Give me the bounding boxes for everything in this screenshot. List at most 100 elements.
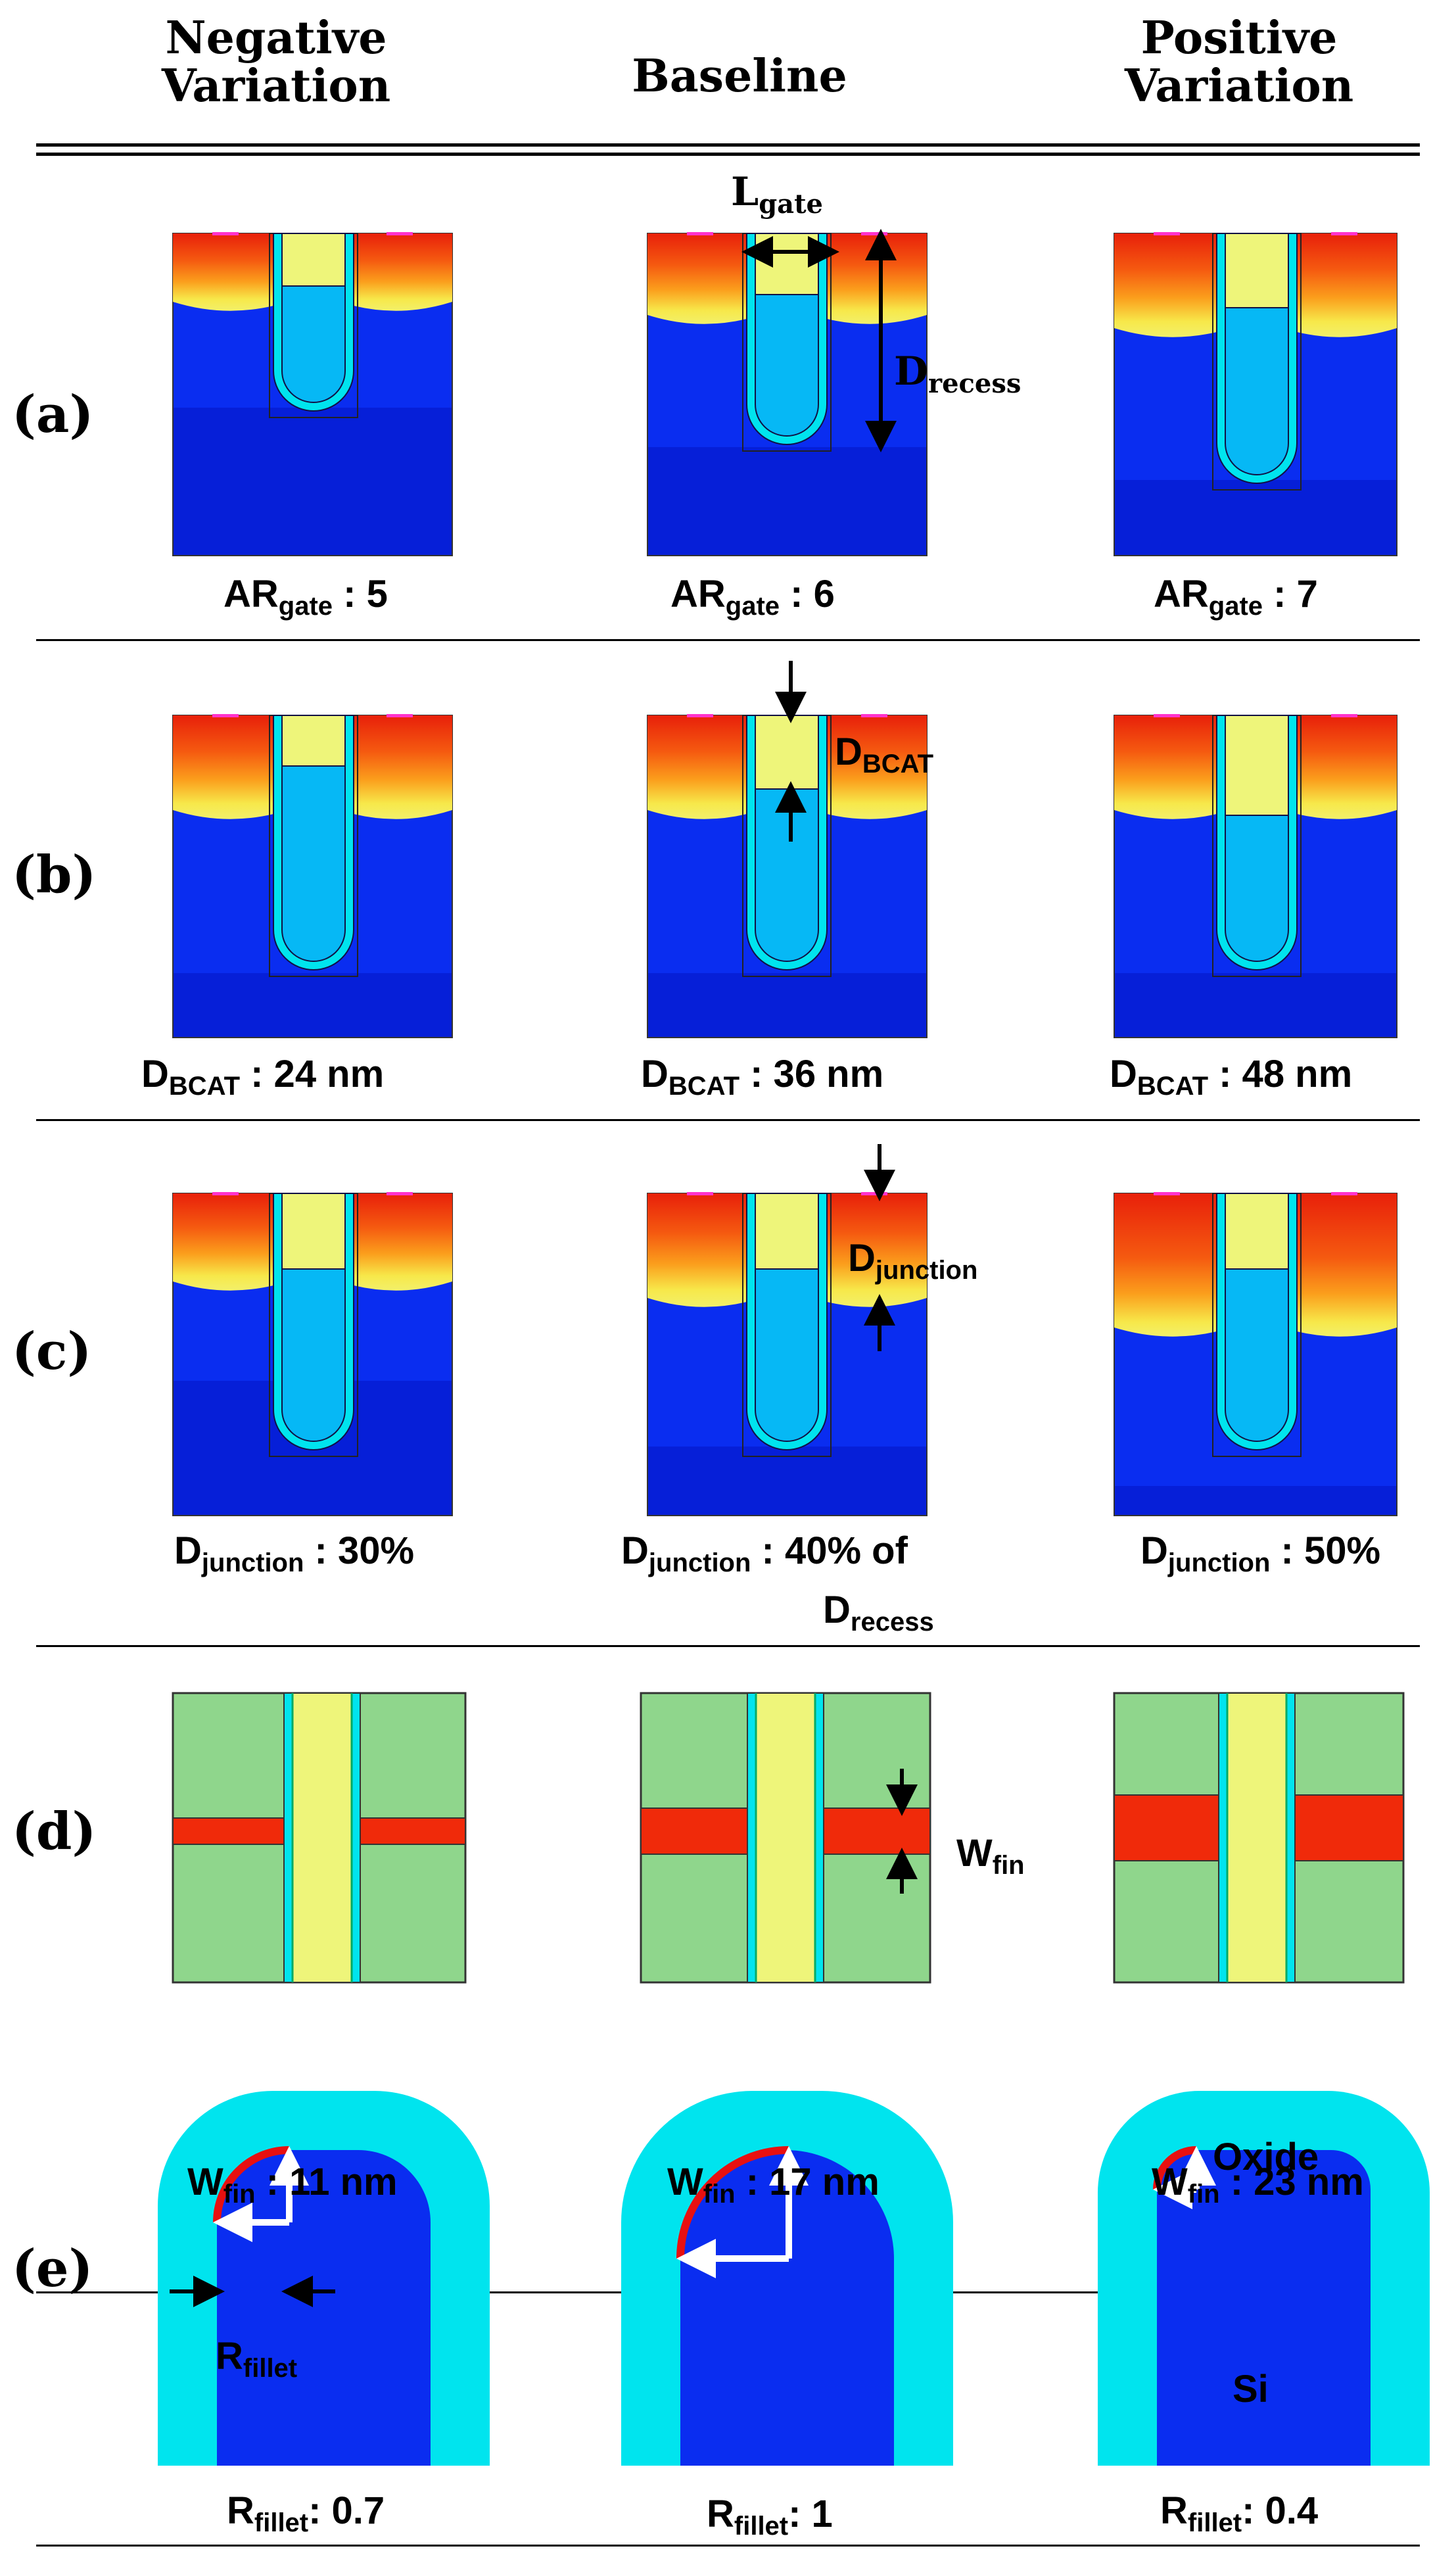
junction-right — [1297, 233, 1397, 337]
device-a-positive — [1114, 232, 1397, 556]
row-label-b: (b) — [12, 845, 97, 905]
row-divider-b — [36, 1119, 1420, 1121]
header-negative: Negative Variation — [128, 14, 424, 111]
fin-d-negative — [172, 1692, 467, 1984]
si-core — [1157, 2150, 1371, 2466]
substrate-deep-region — [648, 447, 926, 555]
header-positive-line1: Positive — [1140, 12, 1338, 64]
si-core — [680, 2150, 894, 2466]
header-negative-line2: Variation — [161, 60, 391, 113]
surface-contact-left — [687, 232, 713, 235]
surface-contact-right — [387, 232, 413, 235]
si-label: Si — [1233, 2368, 1269, 2410]
oxide-label: Oxide — [1213, 2136, 1319, 2178]
caption-e-baseline: Rfillet: 1 — [707, 2493, 833, 2541]
wfin-annotation: Wfin — [956, 1832, 1025, 1880]
gate-capping — [755, 715, 819, 790]
junction-right — [827, 1193, 927, 1307]
device-a-negative — [172, 232, 453, 556]
surface-contact-right — [1331, 232, 1357, 235]
device-b-negative — [172, 714, 453, 1038]
row-divider-a — [36, 639, 1420, 641]
surface-contact-left — [687, 1192, 713, 1195]
fillet-arc — [676, 2146, 789, 2259]
header-rule-bottom — [36, 153, 1420, 156]
gate-capping — [755, 233, 819, 295]
gate-capping — [281, 715, 346, 767]
fillet-e-negative — [158, 2091, 490, 2466]
lgate-annotation: Lgate — [731, 169, 823, 220]
gate-capping — [1225, 715, 1289, 816]
surface-contact-left — [212, 232, 239, 235]
substrate-deep-region — [174, 408, 452, 555]
substrate-deep-region — [648, 1447, 926, 1515]
fin-d-baseline — [640, 1692, 931, 1984]
surface-contact-right — [861, 232, 887, 235]
caption-c-negative: Djunction : 30% — [174, 1529, 415, 1577]
surface-contact-left — [1154, 714, 1180, 717]
drecess-annotation: Drecess — [894, 348, 1022, 399]
header-baseline: Baseline — [632, 50, 847, 103]
caption-c-positive: Djunction : 50% — [1140, 1529, 1381, 1577]
gate-line — [292, 1692, 352, 1983]
caption-a-positive: ARgate : 7 — [1154, 573, 1318, 621]
caption-e-positive: Rfillet: 0.4 — [1160, 2489, 1319, 2537]
device-c-positive — [1114, 1192, 1397, 1516]
caption-a-negative: ARgate : 5 — [223, 573, 388, 621]
row-label-d: (d) — [12, 1802, 97, 1861]
junction-right — [354, 1193, 452, 1291]
surface-contact-left — [1154, 232, 1180, 235]
header-positive-line2: Variation — [1124, 60, 1354, 113]
dbcat-annotation: DBCAT — [835, 730, 934, 778]
junction-right — [354, 715, 452, 819]
junction-left — [647, 1193, 747, 1307]
gate-capping — [281, 233, 346, 287]
substrate-deep-region — [1115, 1486, 1396, 1515]
caption-d-positive: Wfin : 23 nm — [1152, 2161, 1364, 2209]
caption-d-baseline: Wfin : 17 nm — [667, 2161, 880, 2209]
device-a-baseline — [647, 232, 928, 556]
junction-left — [1114, 715, 1217, 819]
caption-b-negative: DBCAT : 24 nm — [141, 1053, 385, 1101]
surface-contact-right — [1331, 1192, 1357, 1195]
caption-c-baseline-line2: Drecess — [823, 1589, 934, 1637]
surface-contact-left — [212, 714, 239, 717]
substrate-deep-region — [1115, 973, 1396, 1037]
row-divider-e — [36, 2545, 1420, 2547]
junction-left — [647, 715, 747, 819]
surface-contact-left — [1154, 1192, 1180, 1195]
gate-capping — [281, 1193, 346, 1270]
gate-line — [1227, 1692, 1287, 1983]
header-positive: Positive Variation — [1091, 14, 1387, 111]
caption-d-negative: Wfin : 11 nm — [187, 2161, 398, 2209]
row-label-e: (e) — [12, 2239, 93, 2299]
device-c-negative — [172, 1192, 453, 1516]
junction-left — [1114, 233, 1217, 337]
substrate-deep-region — [1115, 480, 1396, 555]
row-label-c: (c) — [12, 1322, 92, 1381]
caption-b-baseline: DBCAT : 36 nm — [641, 1053, 884, 1101]
junction-left — [647, 233, 747, 324]
surface-contact-right — [387, 714, 413, 717]
surface-contact-right — [1331, 714, 1357, 717]
row-divider-c — [36, 1645, 1420, 1647]
substrate-deep-region — [174, 973, 452, 1037]
junction-left — [1114, 1193, 1217, 1337]
junction-right — [827, 715, 927, 819]
fillet-e-positive — [1098, 2091, 1430, 2466]
device-b-positive — [1114, 714, 1397, 1038]
gate-capping — [1225, 233, 1289, 308]
gate-capping — [1225, 1193, 1289, 1270]
gate-electrode — [281, 715, 346, 962]
junction-right — [827, 233, 927, 324]
fillet-e-baseline — [621, 2091, 953, 2466]
junction-left — [173, 1193, 273, 1291]
surface-contact-left — [212, 1192, 239, 1195]
surface-contact-right — [861, 1192, 887, 1195]
fin-d-positive — [1113, 1692, 1405, 1984]
caption-a-baseline: ARgate : 6 — [670, 573, 835, 621]
junction-right — [354, 233, 452, 311]
device-c-baseline — [647, 1192, 928, 1516]
